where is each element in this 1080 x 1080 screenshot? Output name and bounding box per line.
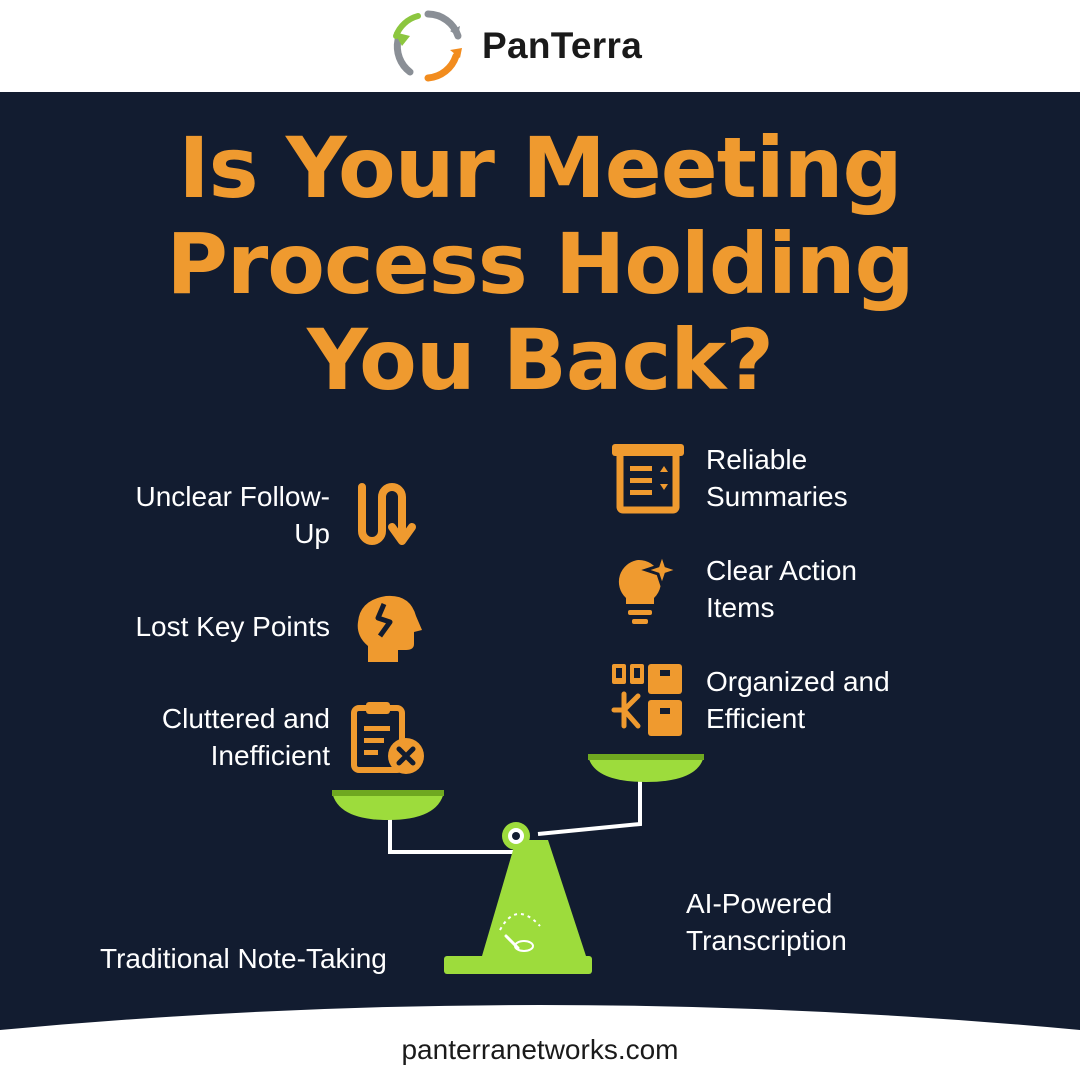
header: PanTerra — [0, 0, 1080, 92]
brand-logo: PanTerra — [388, 6, 642, 86]
clipboard-x-icon — [351, 702, 424, 774]
right-item-label-line-1: Clear Action — [706, 555, 857, 586]
right-item-organized-and-efficient: Organized and Efficient — [706, 663, 966, 737]
right-item-label-line-2: Summaries — [706, 481, 848, 512]
left-item-lost-key-points: Lost Key Points — [60, 608, 330, 645]
panterra-logo-icon — [393, 10, 462, 82]
right-item-clear-action-items: Clear Action Items — [706, 552, 966, 626]
broken-head-icon — [357, 595, 422, 662]
scale-label-line-2: Transcription — [686, 925, 847, 956]
website-url[interactable]: panterranetworks.com — [401, 1034, 679, 1065]
left-item-cluttered-and-inefficient: Cluttered and Inefficient — [60, 700, 330, 774]
lightbulb-sparkle-icon — [618, 549, 683, 624]
headline: Is Your Meeting Process Holding You Back… — [0, 120, 1080, 408]
headline-line-2: Process Holding — [166, 215, 914, 313]
right-item-label-line-2: Efficient — [706, 703, 806, 734]
left-item-label-line-2: Inefficient — [210, 740, 330, 771]
brand-name: PanTerra — [482, 25, 643, 66]
panel-background — [0, 92, 1080, 1030]
left-item-label-line-2: Up — [294, 518, 330, 549]
right-item-label-line-1: Reliable — [706, 444, 808, 475]
scale-label-line-1: AI-Powered — [686, 888, 833, 919]
left-item-label-line-1: Unclear Follow- — [135, 481, 331, 512]
organized-grid-icon — [611, 664, 682, 736]
scale-label-traditional: Traditional Note-Taking — [100, 943, 387, 974]
left-item-label-line-1: Cluttered and — [161, 703, 330, 734]
left-item-label-line-1: Lost Key Points — [135, 611, 330, 642]
scale-label-ai-powered: AI-Powered Transcription — [686, 885, 906, 959]
main-panel — [0, 92, 1080, 1080]
headline-line-1: Is Your Meeting — [178, 119, 902, 217]
balance-scale-icon — [332, 754, 704, 974]
left-item-unclear-follow-up: Unclear Follow- Up — [60, 478, 331, 552]
winding-arrow-icon — [358, 483, 416, 545]
right-item-label-line-2: Items — [706, 592, 775, 623]
right-item-label-line-1: Organized and — [706, 666, 890, 697]
headline-line-3: You Back? — [307, 311, 774, 409]
right-item-reliable-summaries: Reliable Summaries — [706, 441, 966, 515]
scroll-document-icon — [612, 444, 684, 514]
